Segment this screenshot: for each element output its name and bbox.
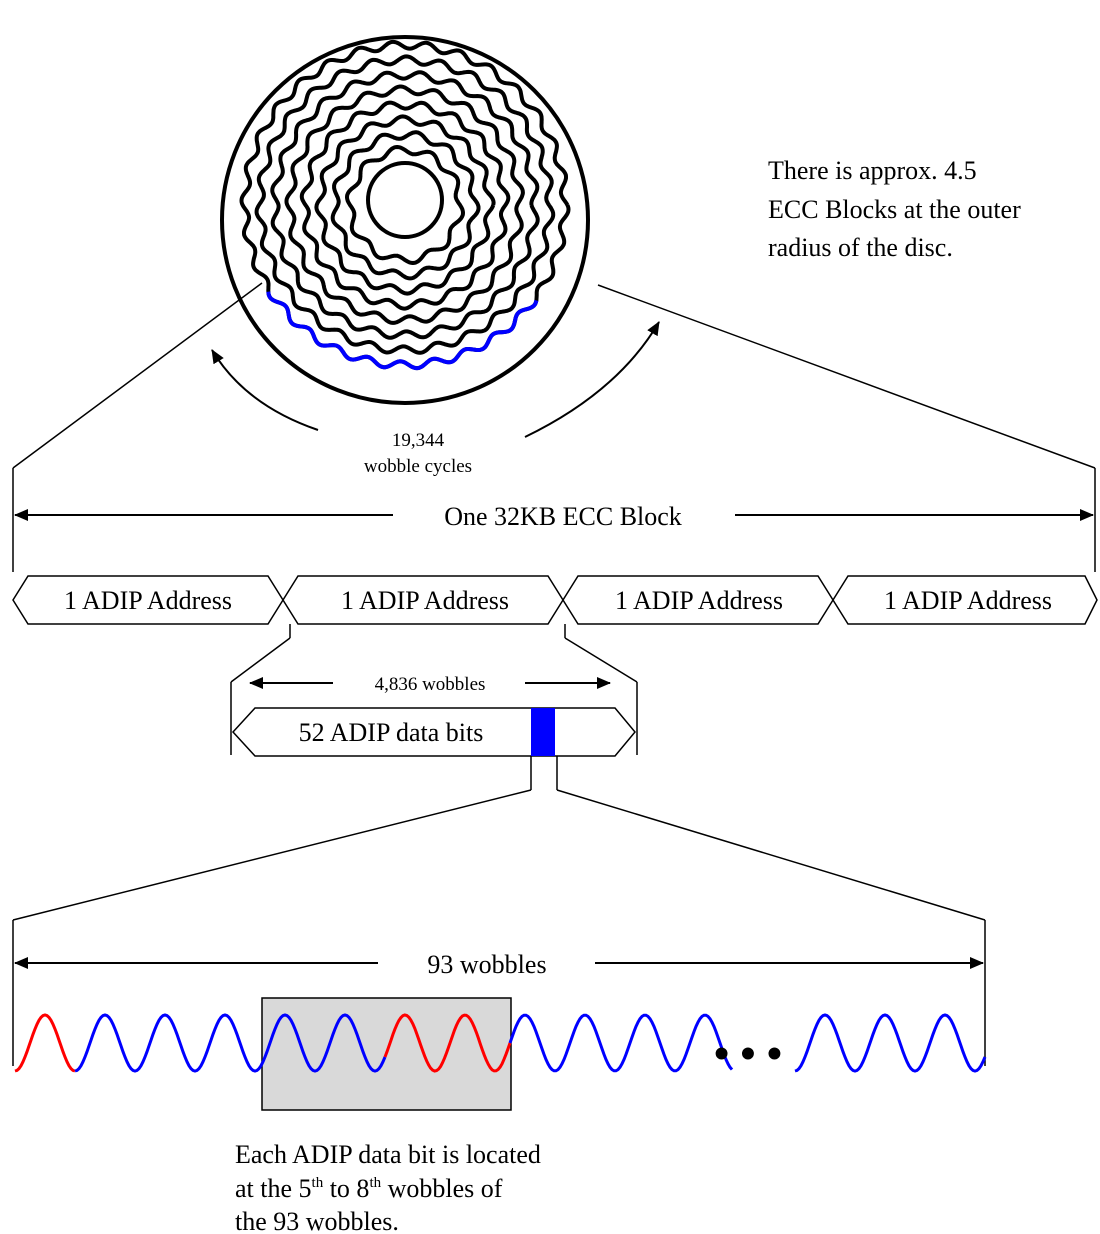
wobble-segment bbox=[794, 1013, 987, 1073]
bit-zoom-line-left-diag bbox=[12, 789, 532, 921]
disc-center-hole bbox=[366, 161, 444, 239]
address-wobbles-label: 4,836 wobbles bbox=[375, 674, 486, 695]
disc-track bbox=[345, 145, 465, 265]
address-zoom-line-left-diag bbox=[230, 637, 291, 683]
disc-track bbox=[330, 130, 481, 281]
ecc-block-label: One 32KB ECC Block bbox=[444, 502, 682, 531]
bit-wobbles-label: 93 wobbles bbox=[427, 950, 546, 979]
wobble-cycles-unit: wobble cycles bbox=[364, 456, 472, 477]
wobble-waveform bbox=[14, 1013, 987, 1073]
bit-note-line-2: at the 5th to 8th wobbles of bbox=[235, 1174, 503, 1203]
disc-track bbox=[314, 114, 496, 296]
wobble-segment-inverted bbox=[14, 1013, 76, 1073]
disc-outer-edge bbox=[220, 35, 590, 405]
disc-note-line-1: There is approx. 4.5 bbox=[768, 156, 977, 185]
wobble-segment bbox=[74, 1013, 387, 1073]
adip-address-box bbox=[282, 575, 564, 625]
projection-line-left bbox=[12, 282, 263, 469]
bit-zoom-line-right-diag bbox=[556, 789, 986, 921]
adip-address-label: 1 ADIP Address bbox=[615, 586, 783, 615]
adip-address-label: 1 ADIP Address bbox=[884, 586, 1052, 615]
bit-note-line-3: the 93 wobbles. bbox=[235, 1207, 399, 1234]
adip-address-label: 1 ADIP Address bbox=[341, 586, 509, 615]
single-data-bit-highlight bbox=[531, 708, 555, 756]
disc-ecc-block-track-highlight bbox=[266, 291, 539, 371]
wobble-segment-inverted bbox=[383, 1013, 512, 1073]
disc bbox=[220, 35, 590, 405]
adip-address-box bbox=[12, 575, 284, 625]
disc-track bbox=[270, 70, 540, 340]
wobble-segment bbox=[508, 1013, 734, 1073]
disc-note-line-3: radius of the disc. bbox=[768, 233, 953, 262]
wobble-cycles-count: 19,344 bbox=[392, 430, 445, 451]
wobble-cycles-arrow-left bbox=[211, 349, 319, 431]
address-zoom-line-right-diag bbox=[564, 637, 638, 683]
disc-track bbox=[254, 54, 556, 355]
adip-data-bits-label: 52 ADIP data bits bbox=[299, 718, 484, 747]
wobble-ellipsis: • • • bbox=[714, 1029, 782, 1078]
adip-address-box bbox=[562, 575, 834, 625]
disc-track bbox=[299, 100, 511, 311]
disc-track bbox=[284, 84, 525, 325]
projection-line-right bbox=[597, 284, 1096, 469]
wobble-cycles-arrow-right bbox=[524, 321, 660, 438]
bit-note-line-1: Each ADIP data bit is located bbox=[235, 1140, 541, 1169]
adip-address-row: 1 ADIP Address 1 ADIP Address 1 ADIP Add… bbox=[12, 575, 1098, 625]
adip-address-box bbox=[832, 575, 1098, 625]
adip-address-label: 1 ADIP Address bbox=[64, 586, 232, 615]
disc-note-line-2: ECC Blocks at the outer bbox=[768, 195, 1021, 224]
